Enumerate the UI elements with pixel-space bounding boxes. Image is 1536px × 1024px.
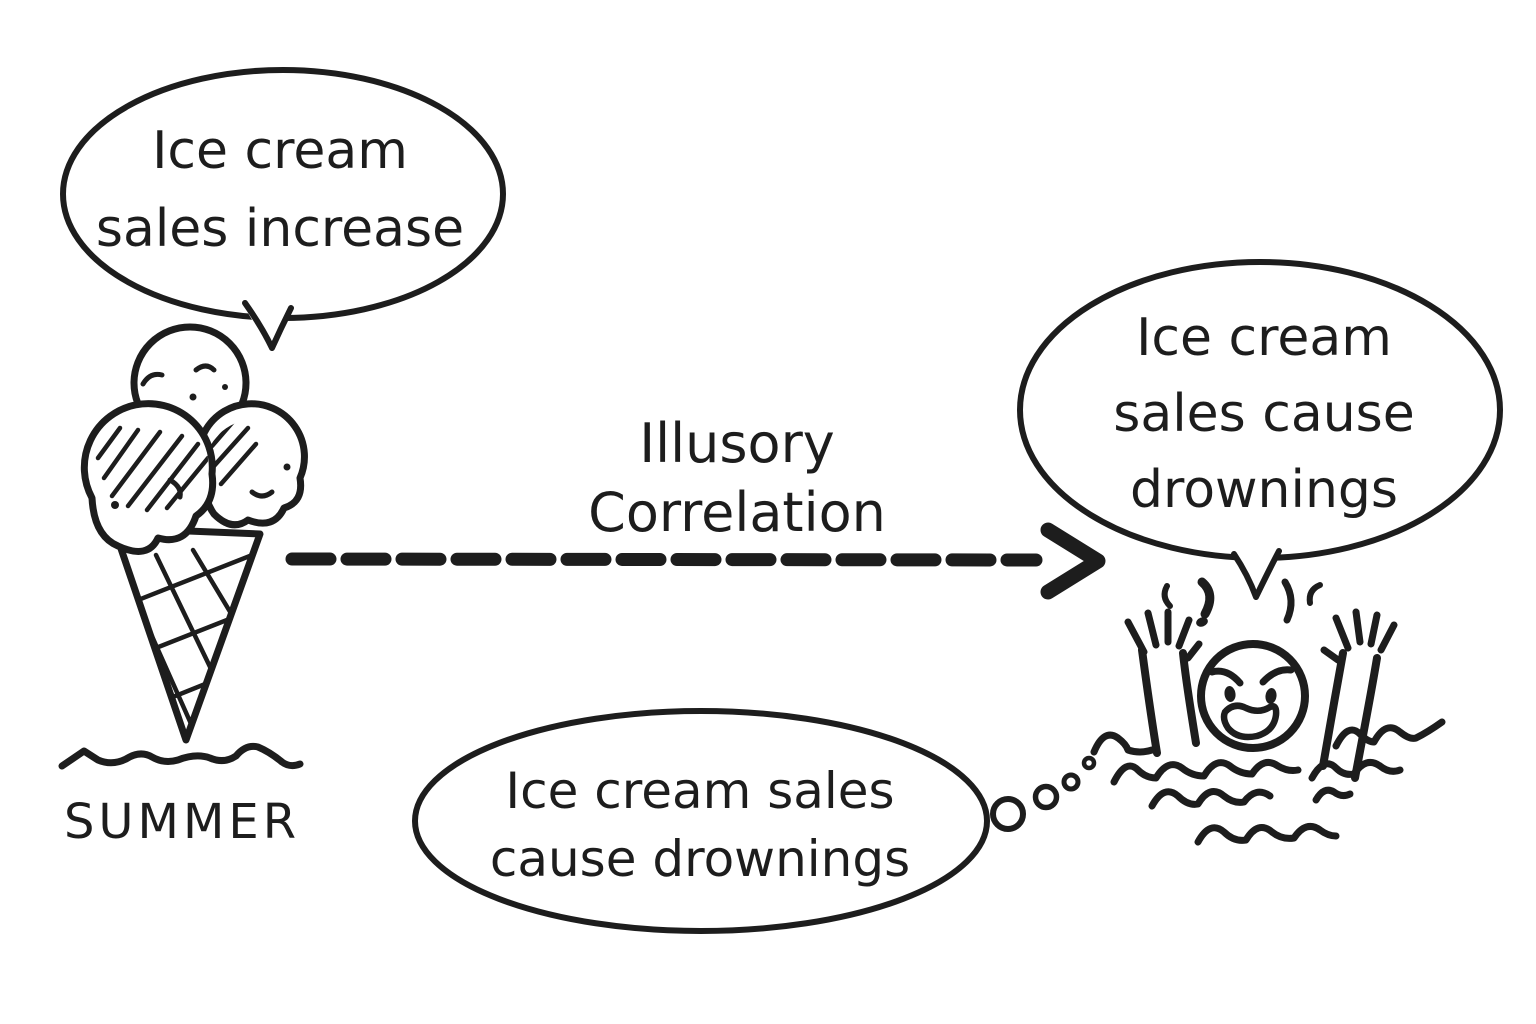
scoop-top-marks	[140, 363, 217, 387]
splash-droplets	[1161, 577, 1323, 624]
illusory-correlation-arrow	[285, 522, 1106, 600]
thought-bubble-line2: cause drownings	[490, 830, 910, 888]
drowning-person-illustration	[1090, 577, 1446, 846]
dashed-arrow-head	[1040, 522, 1106, 600]
speech-bubble-ice-cream-tail	[242, 300, 294, 351]
scoop-right-dot	[283, 463, 291, 471]
relation-label-line1: Illusory	[639, 412, 835, 475]
relation-label-line2: Correlation	[588, 481, 886, 544]
thought-bubble-outline	[412, 708, 990, 934]
left-arm	[1124, 608, 1203, 757]
speech-bubble-drowning-tail-mask	[1228, 540, 1286, 600]
scoop-left-hatch	[95, 425, 208, 513]
thought-bubble-line1: Ice cream sales	[505, 762, 894, 820]
ice-cream-cone-illustration	[58, 323, 308, 770]
scoop-left-mark	[167, 477, 183, 500]
right-eye	[1265, 688, 1277, 704]
speech-bubble-ice-cream-line2: sales increase	[96, 199, 464, 259]
speech-bubble-ice-cream-outline	[60, 67, 506, 321]
scoop-top-dot	[189, 393, 197, 401]
speech-bubble-drowning-line1: Ice cream	[1136, 308, 1392, 368]
speech-bubble-drowning-line3: drownings	[1130, 460, 1398, 520]
splash-drop-dot	[1196, 617, 1208, 627]
relation-label: Illusory Correlation	[588, 412, 886, 544]
left-eye	[1224, 686, 1236, 702]
right-arm	[1319, 608, 1398, 782]
left-eyebrow	[1208, 667, 1244, 687]
season-label: SUMMER	[64, 794, 300, 850]
speech-bubble-drowning-line2: sales cause	[1113, 384, 1415, 444]
thought-bubble-trail-icon	[990, 755, 1097, 832]
open-mouth	[1220, 702, 1280, 741]
scoop-left-dot	[111, 501, 119, 509]
speech-bubble-drowning: Ice cream sales cause drownings	[1017, 259, 1503, 600]
speech-bubble-ice-cream: Ice cream sales increase	[60, 67, 506, 352]
speech-bubble-ice-cream-line1: Ice cream	[152, 121, 408, 181]
speech-bubble-drowning-tail	[1231, 548, 1282, 600]
water-waves-icon	[1090, 718, 1446, 846]
scoop-right-smile	[249, 489, 275, 499]
right-eyebrow	[1259, 666, 1295, 686]
wavy-water-line-icon	[58, 742, 304, 770]
thought-bubble: Ice cream sales cause drownings	[412, 708, 1097, 934]
dashed-arrow-shaft	[285, 552, 1043, 567]
scoop-top-dot2	[222, 384, 228, 390]
worried-face	[1208, 666, 1295, 741]
